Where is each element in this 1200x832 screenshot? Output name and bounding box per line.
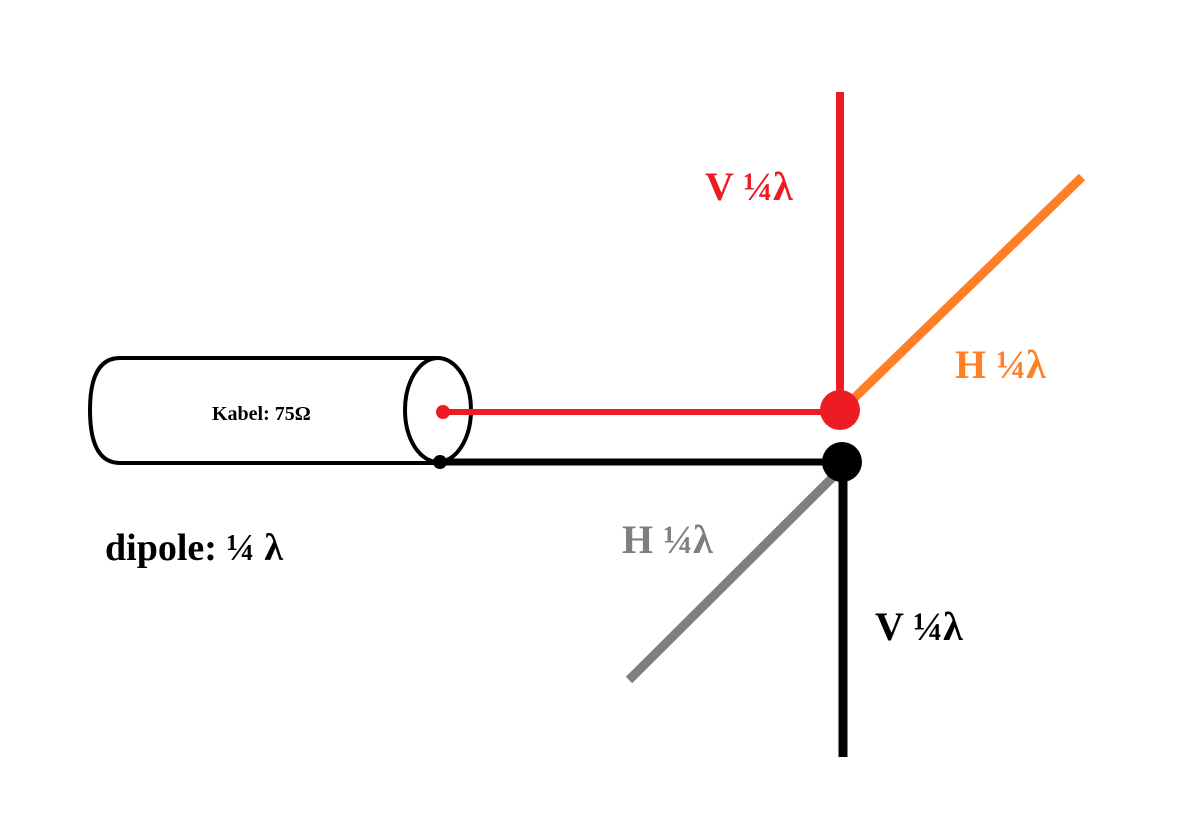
coax-cable-body — [87, 356, 438, 465]
cable-label: Kabel: 75Ω — [212, 403, 311, 425]
center-conductor-dot — [436, 405, 450, 419]
label-v-bottom: V ¼λ — [875, 604, 963, 649]
feed-junction-dot — [820, 390, 860, 430]
ground-junction-dot — [822, 442, 862, 482]
horizontal-element-top — [842, 173, 1086, 410]
shield-dot — [433, 455, 447, 469]
horizontal-element-bottom — [625, 470, 840, 684]
label-v-top: V ¼λ — [705, 164, 793, 209]
diagram-title: dipole: ¼ λ — [105, 527, 283, 569]
label-h-bottom: H ¼λ — [622, 517, 713, 562]
label-h-top: H ¼λ — [955, 342, 1046, 387]
